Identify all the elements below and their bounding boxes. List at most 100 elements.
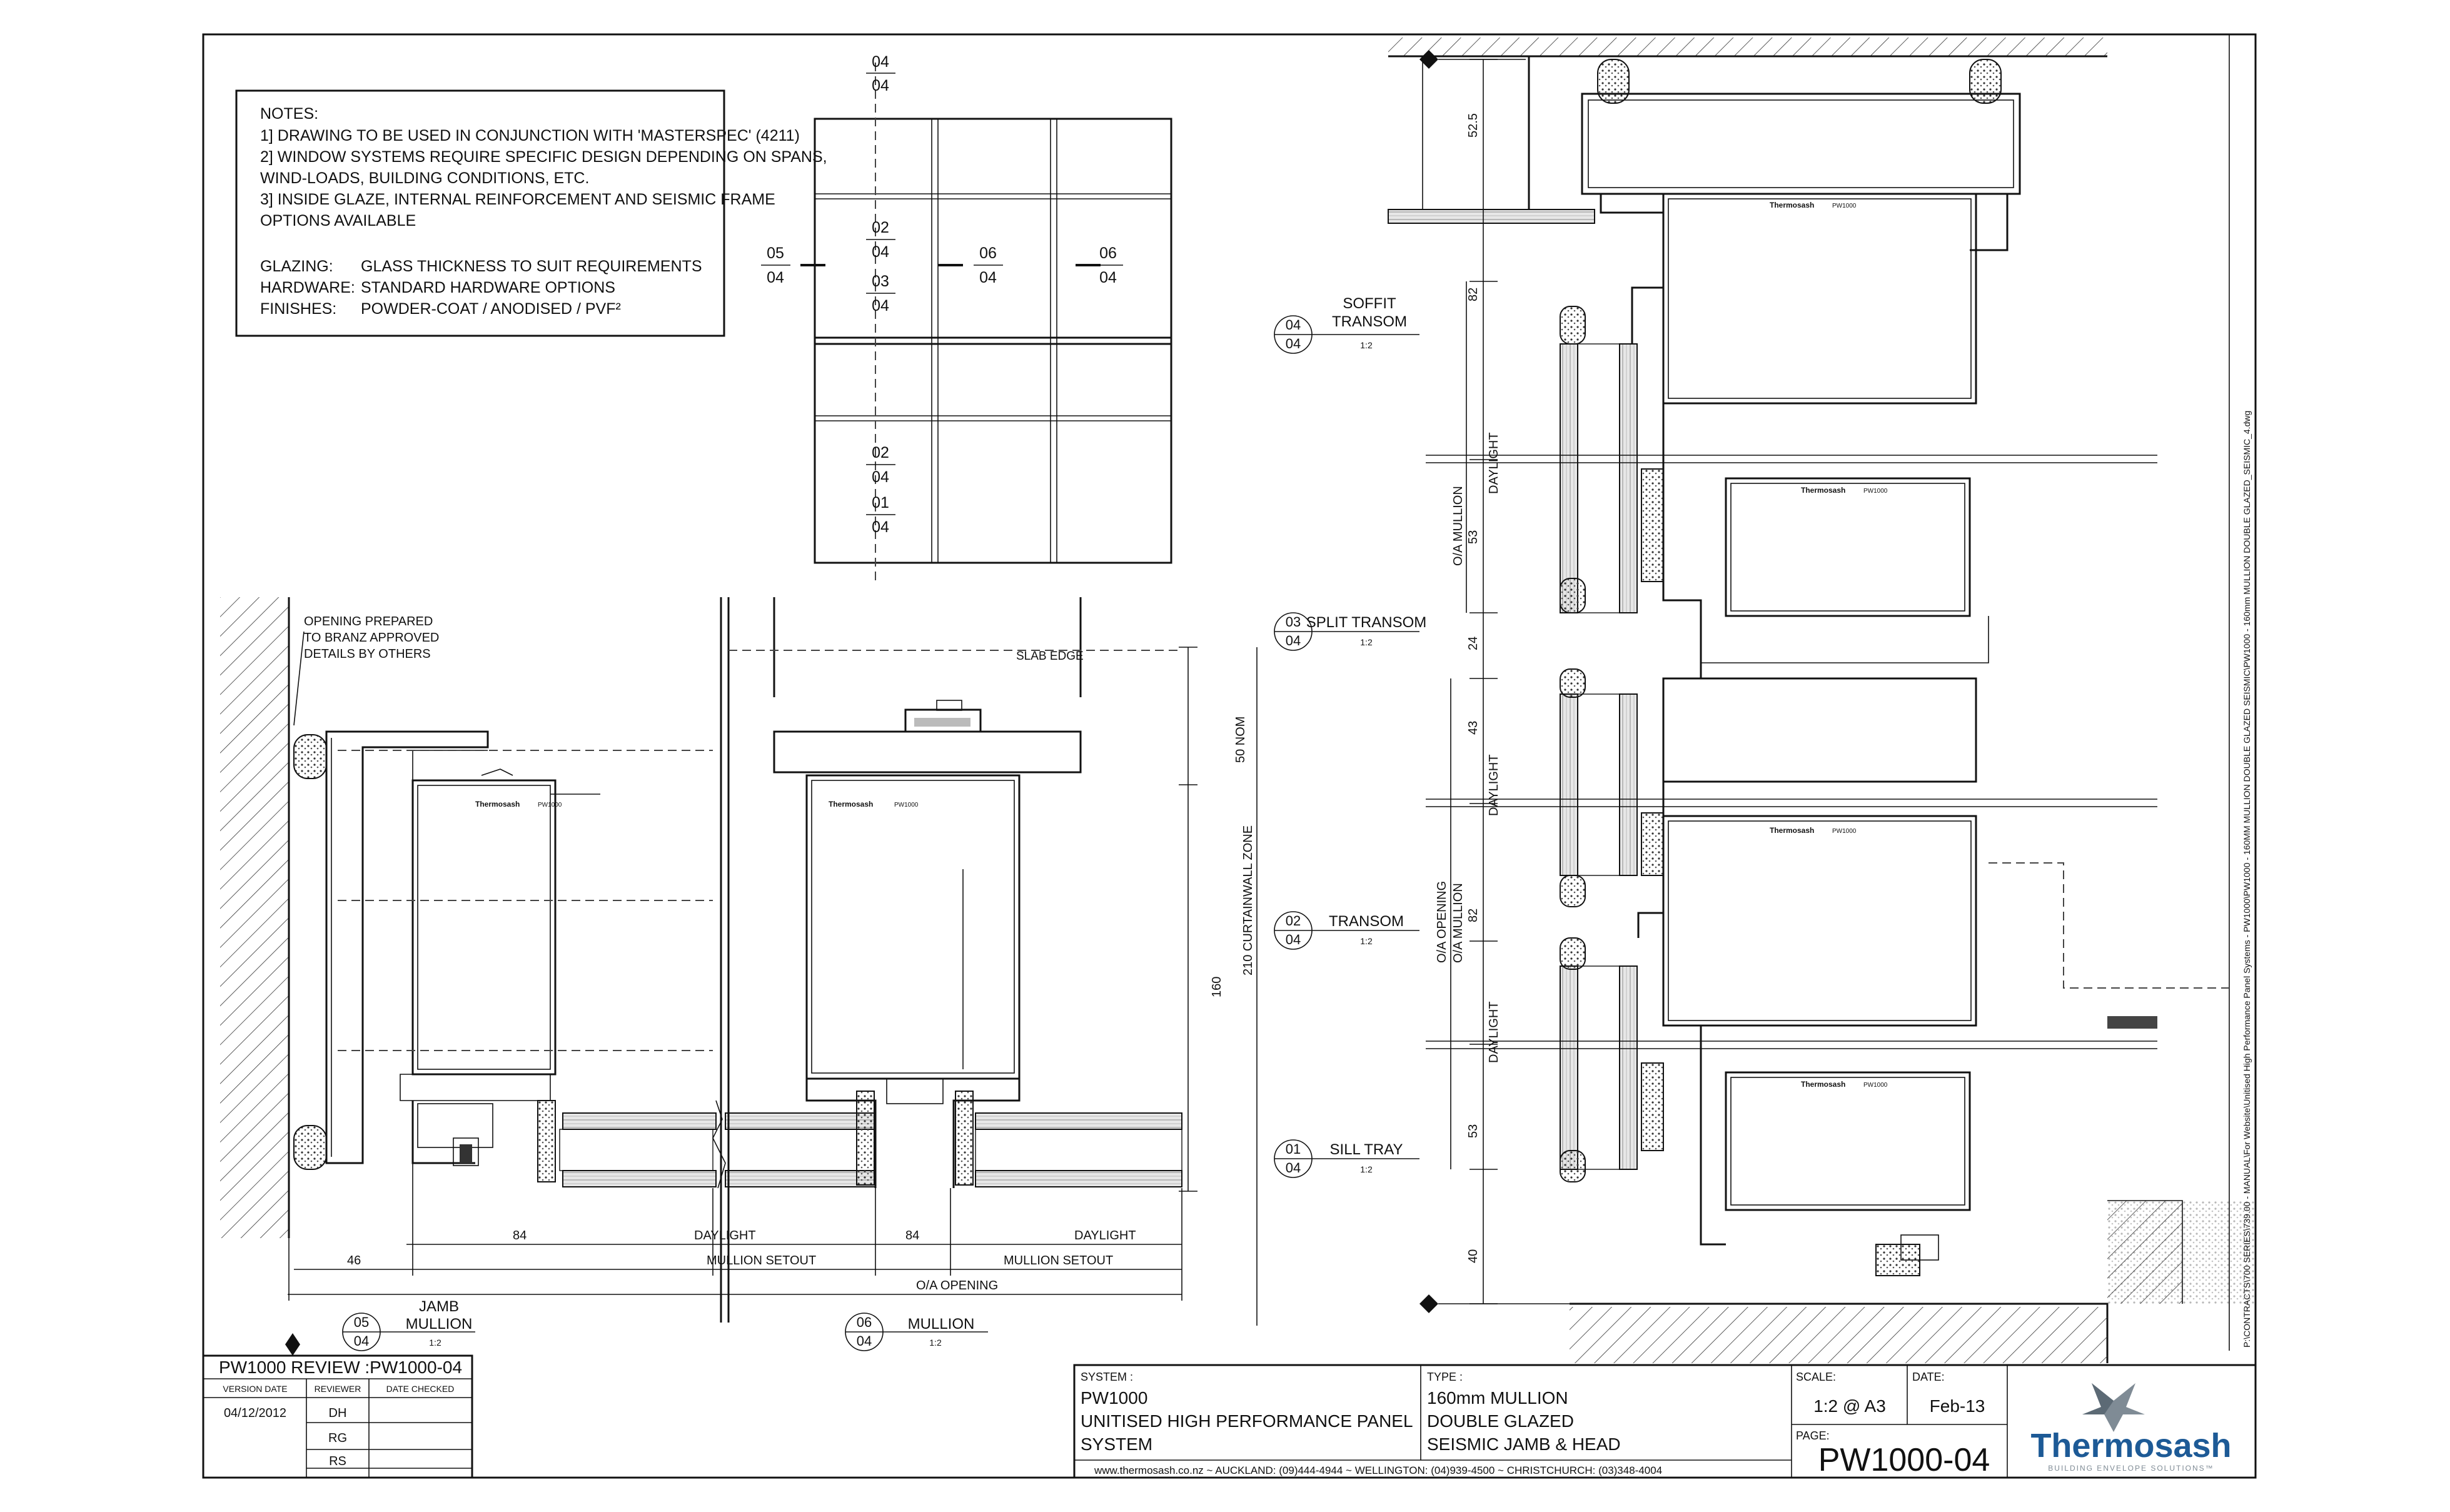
- section-callout: 01 04 SILL TRAY 1:2: [1274, 1139, 1419, 1178]
- page-label: PAGE:: [1796, 1429, 1830, 1442]
- note-line: WIND-LOADS, BUILDING CONDITIONS, ETC.: [260, 169, 589, 187]
- callout-sheet: 04: [1286, 1160, 1301, 1176]
- vertical-section: Thermosash PW1000 Thermosash PW1000 Ther…: [1274, 38, 2254, 1363]
- series-mark: PW1000: [538, 802, 562, 809]
- reviewer: RG: [328, 1431, 347, 1445]
- spec-value: GLASS THICKNESS TO SUIT REQUIREMENTS: [361, 258, 702, 275]
- spec-value: STANDARD HARDWARE OPTIONS: [361, 279, 615, 296]
- note-line: 3] INSIDE GLAZE, INTERNAL REINFORCEMENT …: [260, 191, 775, 208]
- system-line: UNITISED HIGH PERFORMANCE PANEL: [1081, 1411, 1413, 1431]
- elevation-tag-sheet: 04: [1099, 269, 1117, 286]
- section-callout: 02 04 TRANSOM 1:2: [1274, 911, 1419, 950]
- type-label: TYPE :: [1427, 1371, 1463, 1383]
- dim-50nom: 50 NOM: [1234, 717, 1248, 763]
- callout-scale: 1:2: [429, 1338, 441, 1348]
- callout-num: 02: [1286, 913, 1301, 929]
- elevation-tag-num: 06: [1099, 244, 1117, 262]
- callout-title: TRANSOM: [1332, 313, 1407, 330]
- elevation-tag-num: 05: [767, 244, 784, 262]
- title-block: SYSTEM : PW1000 UNITISED HIGH PERFORMANC…: [1073, 1364, 2257, 1479]
- review-version-date: 04/12/2012: [224, 1406, 286, 1420]
- review-table: PW1000 REVIEW :PW1000-04 VERSION DATE RE…: [202, 1354, 473, 1479]
- review-header: DATE CHECKED: [386, 1384, 455, 1394]
- dim-40: 40: [1466, 1249, 1480, 1263]
- oa-mullion-label: O/A MULLION: [1451, 486, 1465, 566]
- callout-title: SOFFIT: [1343, 295, 1396, 312]
- file-path: P:\CONTRACTS\700 SERIES\739.00 - MANUAL\…: [2242, 411, 2252, 1348]
- plan-note: DETAILS BY OTHERS: [304, 647, 431, 661]
- elevation-tag-num: 06: [979, 244, 997, 262]
- dim-53: 53: [1466, 530, 1480, 544]
- dim-46: 46: [347, 1254, 361, 1268]
- type-line: SEISMIC JAMB & HEAD: [1427, 1434, 1621, 1454]
- callout-sheet: 04: [857, 1333, 872, 1349]
- review-header: REVIEWER: [315, 1384, 361, 1394]
- callout-num: 04: [1286, 317, 1301, 333]
- thermosash-logo: Thermosash BUILDING ENVELOPE SOLUTIONS™: [2030, 1383, 2232, 1473]
- callout-num: 03: [1286, 614, 1301, 630]
- elevation-tag-num: 04: [872, 53, 889, 71]
- series-mark: PW1000: [894, 802, 919, 809]
- type-line: 160mm MULLION: [1427, 1388, 1568, 1408]
- date-label: DATE:: [1912, 1371, 1945, 1383]
- spec-label: GLAZING:: [260, 258, 333, 275]
- dim-160: 160: [1210, 977, 1224, 997]
- scale-value: 1:2 @ A3: [1813, 1396, 1886, 1416]
- dim-210: 210 CURTAINWALL ZONE: [1241, 825, 1255, 975]
- daylight-label: DAYLIGHT: [1487, 754, 1501, 816]
- brand-mark: Thermosash: [1770, 201, 1814, 209]
- series-mark: PW1000: [1863, 488, 1888, 495]
- logo-name: Thermosash: [2030, 1427, 2231, 1464]
- spec-label: HARDWARE:: [260, 279, 355, 296]
- scale-label: SCALE:: [1796, 1371, 1836, 1383]
- brand-mark: Thermosash: [829, 800, 873, 809]
- brand-mark: Thermosash: [1801, 1080, 1845, 1089]
- brand-mark: Thermosash: [1770, 826, 1814, 835]
- reviewer: DH: [329, 1406, 347, 1420]
- daylight-label: DAYLIGHT: [1487, 1001, 1501, 1063]
- page-value: PW1000-04: [1818, 1442, 1990, 1478]
- elevation-key: 04 04 05 04 02 04 03 04 06 04 06 04 02 0…: [761, 53, 1172, 582]
- notes-heading: NOTES:: [260, 105, 318, 123]
- elevation-tag-num: 02: [872, 219, 889, 236]
- section-callout: 04 04 SOFFIT TRANSOM 1:2: [1274, 295, 1419, 354]
- callout-sheet: 04: [1286, 932, 1301, 947]
- mullion-setout-label: MULLION SETOUT: [707, 1254, 816, 1268]
- callout-num: 05: [354, 1314, 369, 1330]
- contact-line: www.thermosash.co.nz ~ AUCKLAND: (09)444…: [1094, 1464, 1662, 1476]
- callout-title: MULLION: [908, 1316, 975, 1333]
- elevation-tag-sheet: 04: [872, 243, 889, 261]
- type-line: DOUBLE GLAZED: [1427, 1411, 1574, 1431]
- system-line: PW1000: [1081, 1388, 1147, 1408]
- elevation-tag-sheet: 04: [872, 297, 889, 315]
- spec-value: POWDER-COAT / ANODISED / PVF²: [361, 300, 621, 318]
- daylight-label: DAYLIGHT: [694, 1229, 756, 1242]
- elevation-tag-num: 02: [872, 444, 889, 461]
- system-line: SYSTEM: [1081, 1434, 1152, 1454]
- elevation-tag-sheet: 04: [872, 468, 889, 486]
- series-mark: PW1000: [1832, 828, 1857, 835]
- note-line: 2] WINDOW SYSTEMS REQUIRE SPECIFIC DESIG…: [260, 148, 827, 166]
- dim-84: 84: [513, 1229, 527, 1242]
- mullion-setout-label: MULLION SETOUT: [1004, 1254, 1113, 1268]
- elevation-tag-sheet: 04: [767, 269, 784, 286]
- review-header: VERSION DATE: [223, 1384, 287, 1394]
- dim-82: 82: [1466, 288, 1480, 301]
- notes-box: NOTES: 1] DRAWING TO BE USED IN CONJUNCT…: [235, 89, 827, 337]
- callout-scale: 1:2: [1360, 936, 1373, 946]
- review-title: PW1000 REVIEW :PW1000-04: [219, 1358, 462, 1377]
- dim-24: 24: [1466, 637, 1480, 650]
- elevation-tag-num: 03: [872, 273, 889, 290]
- brand-mark: Thermosash: [475, 800, 520, 809]
- elevation-tag-num: 01: [872, 494, 889, 512]
- section-callout: 03 04 SPLIT TRANSOM 1:2: [1274, 612, 1426, 651]
- plan-detail: OPENING PREPARED TO BRANZ APPROVED DETAI…: [220, 597, 1258, 1356]
- sheet-border: [202, 33, 2257, 1479]
- oa-mullion-label: O/A MULLION: [1451, 883, 1465, 963]
- oa-opening-label: O/A OPENING: [916, 1279, 998, 1293]
- callout-sheet: 04: [354, 1333, 369, 1349]
- note-line: 1] DRAWING TO BE USED IN CONJUNCTION WIT…: [260, 127, 800, 144]
- callout-title: MULLION: [406, 1316, 473, 1333]
- callout-sheet: 04: [1286, 336, 1301, 351]
